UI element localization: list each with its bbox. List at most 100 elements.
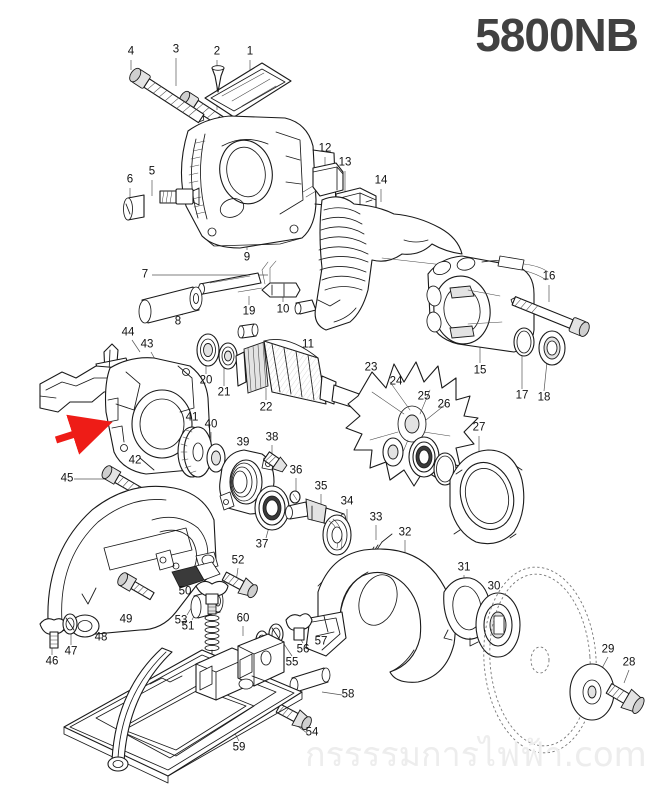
depth-guide-arc	[107, 647, 173, 772]
part-12-switch	[302, 162, 344, 198]
part-callout-7: 7	[141, 268, 149, 281]
part-callout-18: 18	[537, 391, 551, 404]
part-callout-40: 40	[204, 418, 218, 431]
part-20-bearing	[196, 333, 220, 367]
part-callout-28: 28	[622, 656, 636, 669]
part-callout-8: 8	[174, 315, 182, 328]
part-30-outer-flange	[475, 592, 521, 658]
page-title: 5800NB	[475, 9, 639, 61]
part-callout-19: 19	[242, 305, 256, 318]
part-50-plate	[171, 561, 221, 589]
red-pointer-arrow	[54, 414, 113, 455]
part-callout-59: 59	[232, 741, 246, 754]
part-callout-30: 30	[487, 580, 501, 593]
part-29-outer-flange	[569, 663, 615, 721]
part-callout-27: 27	[472, 421, 486, 434]
part-callout-44: 44	[121, 326, 135, 339]
part-19-bushing	[237, 323, 259, 339]
part-callout-45: 45	[60, 472, 74, 485]
part-callout-41: 41	[185, 411, 199, 424]
part-callout-37: 37	[255, 538, 269, 551]
part-callout-16: 16	[542, 270, 556, 283]
part-16-long-bolt	[510, 296, 590, 337]
part-callout-32: 32	[398, 526, 412, 539]
base-bracket-assembly	[195, 633, 285, 701]
part-54-screw	[275, 703, 312, 731]
part-callout-24: 24	[389, 375, 403, 388]
part-callout-48: 48	[94, 631, 108, 644]
part-callout-26: 26	[437, 398, 451, 411]
part-callout-56: 56	[296, 643, 310, 656]
part-callout-10: 10	[276, 303, 290, 316]
part-4-screw	[129, 67, 205, 124]
part-11-terminal	[294, 299, 317, 315]
part-callout-36: 36	[289, 464, 303, 477]
part-callout-35: 35	[314, 480, 328, 493]
part-callout-3: 3	[172, 43, 180, 56]
part-callout-60: 60	[236, 612, 250, 625]
part-2-rivet	[211, 65, 225, 93]
part-37-bearing	[254, 485, 290, 531]
part-callout-52: 52	[231, 554, 245, 567]
part-26-o-ring	[433, 452, 457, 486]
part-46-wing-bolt	[39, 618, 67, 649]
part-callout-15: 15	[473, 364, 487, 377]
part-callout-54: 54	[305, 726, 319, 739]
site-watermark: กรรรรมการไฟฟ้า.com	[305, 735, 647, 775]
part-6-brush-cap	[123, 194, 145, 221]
part-callout-53: 53	[174, 614, 188, 627]
part-callout-5: 5	[148, 165, 156, 178]
part-callout-12: 12	[318, 142, 332, 155]
part-callout-34: 34	[340, 495, 354, 508]
part-callout-38: 38	[265, 431, 279, 444]
part-38-screw	[263, 451, 288, 473]
part-callout-46: 46	[45, 655, 59, 668]
part-callout-49: 49	[119, 613, 133, 626]
part-callout-14: 14	[374, 174, 388, 187]
part-58-pin	[289, 667, 331, 693]
part-callout-20: 20	[199, 374, 213, 387]
part-callout-22: 22	[259, 401, 273, 414]
part-callout-55: 55	[285, 656, 299, 669]
part-callout-57: 57	[314, 635, 328, 648]
part-25-ball-bearing	[408, 436, 440, 478]
part-1-nameplate	[204, 62, 292, 118]
part-48-blade-guard	[47, 485, 219, 638]
part-callout-6: 6	[126, 173, 134, 186]
part-52-screw	[221, 571, 258, 599]
part-15-field-stator	[426, 255, 549, 353]
part-24-washer	[382, 437, 404, 467]
saw-blade-phantom	[483, 566, 597, 754]
part-41-bevel-gear	[177, 426, 213, 478]
part-40-washer	[206, 443, 226, 473]
part-callout-50: 50	[178, 585, 192, 598]
part-callout-42: 42	[128, 454, 142, 467]
part-callout-25: 25	[417, 390, 431, 403]
part-callout-21: 21	[217, 386, 231, 399]
part-57-wing-nut	[285, 613, 313, 641]
part-callout-31: 31	[457, 561, 471, 574]
part-callout-47: 47	[64, 645, 78, 658]
part-callout-17: 17	[515, 389, 529, 402]
part-5-brush-holder-cap	[159, 187, 200, 206]
part-10-cord-terminal	[237, 260, 301, 298]
part-callout-29: 29	[601, 643, 615, 656]
part-callout-43: 43	[140, 338, 154, 351]
part-28-hex-bolt	[605, 683, 645, 714]
part-7-rod	[198, 272, 262, 295]
part-21-bearing	[218, 342, 238, 370]
part-36-ball	[289, 490, 301, 504]
part-14-handle-housing	[314, 196, 471, 331]
part-8-roller-sleeve	[138, 286, 203, 324]
part-34-spring-holder	[322, 514, 352, 556]
part-27-bearing-retainer	[449, 449, 525, 545]
part-callout-11: 11	[302, 338, 314, 351]
part-callout-51: 51	[181, 620, 195, 633]
part-callout-4: 4	[127, 45, 135, 58]
part-47-washer	[62, 613, 78, 635]
part-callout-33: 33	[369, 511, 383, 524]
part-callout-1: 1	[246, 45, 254, 58]
part-17-ring	[513, 327, 535, 357]
